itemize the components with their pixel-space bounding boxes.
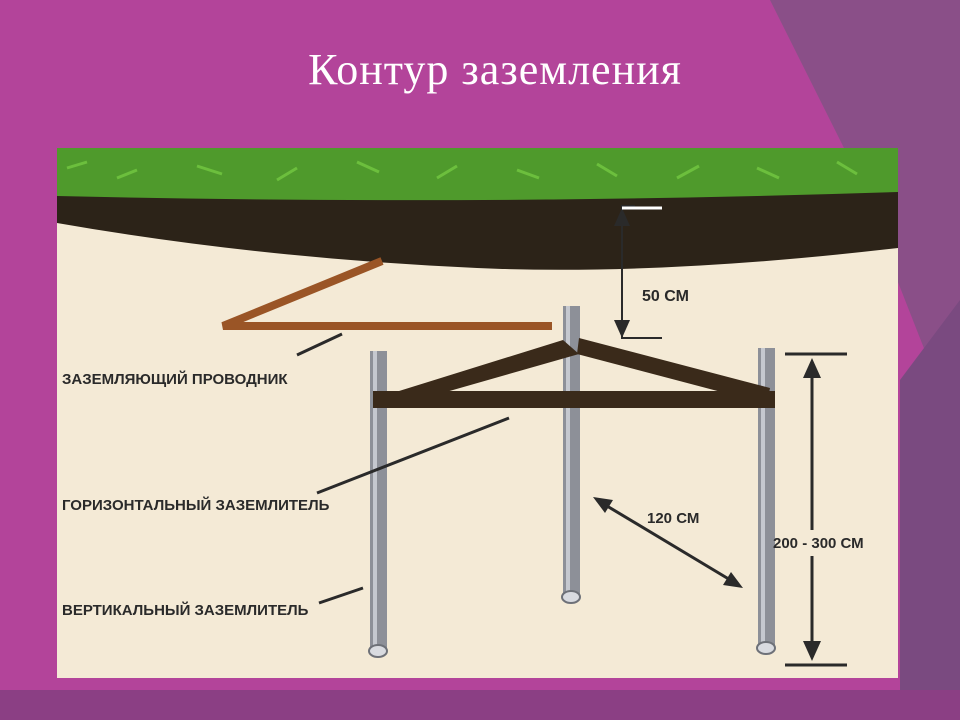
spacing-dimension [593, 497, 743, 588]
label-depth: 50 СМ [642, 288, 689, 305]
vertical-leader-line [318, 586, 364, 605]
label-spacing: 120 СМ [647, 510, 699, 527]
rod-length-dimension [785, 352, 847, 667]
corner-shape-top-right [770, 0, 960, 440]
vertical-rod-right [756, 348, 776, 655]
label-grounding-conductor: ЗАЗЕМЛЯЮЩИЙ ПРОВОДНИК [62, 370, 288, 388]
vertical-rod-center [561, 306, 581, 604]
grass-layer [57, 148, 898, 201]
horizontal-leader-line [316, 416, 510, 495]
label-horizontal-electrode: ГОРИЗОНТАЛЬНЫЙ ЗАЗЕМЛИТЕЛЬ [62, 496, 330, 514]
conductor-leader-line [296, 332, 343, 357]
depth-dimension [614, 205, 662, 339]
horizontal-electrode [373, 338, 775, 408]
grass-texture [66, 160, 858, 182]
vertical-rod-left [368, 351, 388, 658]
corner-shape-right [900, 300, 960, 720]
grounding-conductor [221, 257, 552, 330]
label-rod-length: 200 - 300 СМ [773, 535, 864, 552]
corner-shape-bottom [0, 690, 960, 720]
grounding-diagram: ЗАЗЕМЛЯЮЩИЙ ПРОВОДНИК ГОРИЗОНТАЛЬНЫЙ ЗАЗ… [57, 148, 898, 678]
label-vertical-electrode: ВЕРТИКАЛЬНЫЙ ЗАЗЕМЛИТЕЛЬ [62, 601, 309, 619]
soil-layer [57, 188, 898, 270]
slide-title: Контур заземления [308, 45, 682, 94]
